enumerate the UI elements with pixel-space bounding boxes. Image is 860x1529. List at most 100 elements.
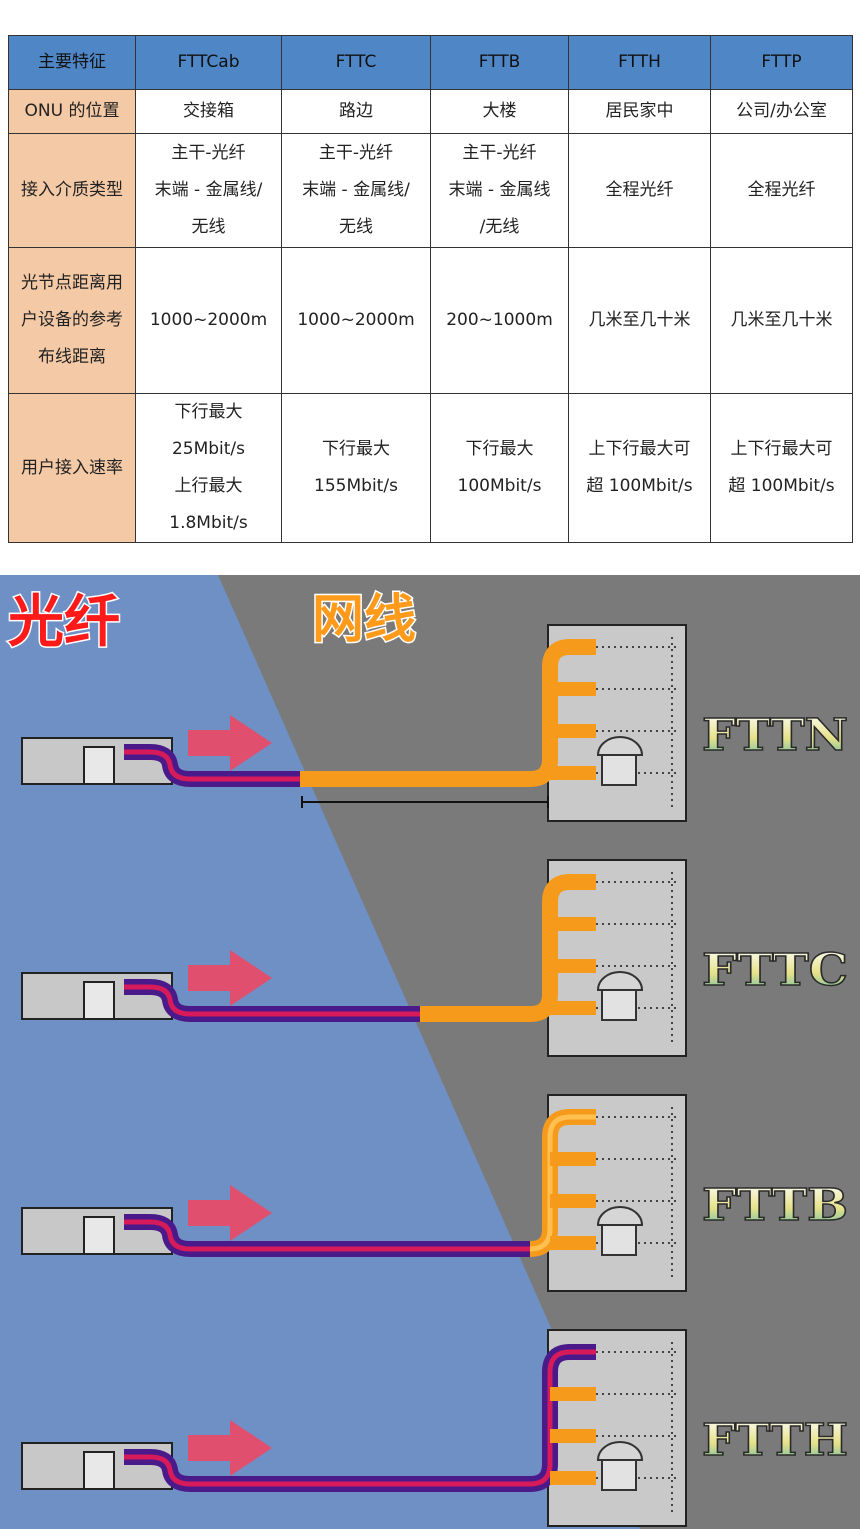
table-cell: 几米至几十米: [568, 247, 711, 394]
table-cell: 主干-光纤末端 - 金属线/无线: [430, 133, 569, 248]
cell-line: 主干-光纤: [171, 143, 246, 163]
fttx-label: FTTB: [702, 1180, 848, 1231]
cell-line: 几米至几十米: [730, 310, 833, 330]
cell-line: 末端 - 金属线: [448, 180, 551, 200]
home-box-door: [83, 1216, 115, 1255]
cell-line: 公司/办公室: [736, 101, 827, 121]
onu-icon: [596, 1206, 644, 1226]
table-header-row: 主要特征 FTTCab FTTC FTTB FTTH FTTP: [8, 35, 853, 90]
table-cell: 全程光纤: [568, 133, 711, 248]
fttx-row: FTTH: [21, 1329, 849, 1527]
fttx-diagram: FTTN FTTC FTTB FTTH 光纤 网线: [0, 575, 860, 1529]
cell-line: 末端 - 金属线/: [302, 180, 410, 200]
header-fttcab: FTTCab: [135, 35, 282, 90]
cell-line: 交接箱: [183, 101, 234, 121]
arrow-icon: [188, 1185, 272, 1241]
onu-base: [601, 989, 637, 1021]
cell-line: 1000~2000m: [149, 310, 268, 330]
table-cell: 居民家中: [568, 89, 711, 134]
fttx-row: FTTC: [21, 859, 849, 1057]
building: [547, 624, 687, 822]
row-header-line: 光节点距离用: [21, 273, 123, 293]
header-fttc: FTTC: [281, 35, 431, 90]
arrow-icon: [188, 715, 272, 771]
cell-line: 下行最大: [174, 402, 243, 422]
cable-line: [300, 639, 596, 787]
cell-line: 主干-光纤: [462, 143, 537, 163]
table-cell: 上下行最大可超 100Mbit/s: [710, 393, 853, 543]
cell-line: 25Mbit/s: [171, 439, 246, 459]
fiber-core: [124, 984, 420, 1017]
building: [547, 859, 687, 1057]
header-feature: 主要特征: [8, 35, 136, 90]
table-cell: 路边: [281, 89, 431, 134]
onu-icon: [596, 736, 644, 756]
building: [547, 1094, 687, 1292]
cell-line: 无线: [191, 217, 226, 237]
fttx-row: FTTB: [21, 1094, 849, 1292]
building: [547, 1329, 687, 1527]
fiber-core: [124, 749, 300, 782]
onu-base: [601, 754, 637, 786]
table-row: ONU 的位置 交接箱 路边 大楼 居民家中 公司/办公室: [8, 89, 853, 134]
cable-title: 网线: [312, 590, 416, 650]
onu-icon: [596, 1441, 644, 1461]
table-cell: 上下行最大可超 100Mbit/s: [568, 393, 711, 543]
onu-base: [601, 1224, 637, 1256]
table-row: 接入介质类型主干-光纤末端 - 金属线/无线主干-光纤末端 - 金属线/无线主干…: [8, 133, 853, 248]
table-cell: 200~1000m: [430, 247, 569, 394]
fttx-label: FTTH: [702, 1415, 848, 1466]
cell-line: 大楼: [482, 101, 517, 121]
row-header-line: 户设备的参考: [21, 310, 123, 330]
cell-line: 上下行最大可: [588, 439, 691, 459]
row-header: ONU 的位置: [8, 89, 136, 134]
cell-line: 上行最大: [174, 476, 243, 496]
fttx-label: FTTN: [702, 710, 848, 761]
cell-line: /无线: [479, 217, 520, 237]
cell-line: 全程光纤: [747, 180, 816, 200]
table-cell: 主干-光纤末端 - 金属线/无线: [281, 133, 431, 248]
home-box-door: [83, 1451, 115, 1490]
header-ftth: FTTH: [568, 35, 711, 90]
header-fttp: FTTP: [710, 35, 853, 90]
comparison-table: 主要特征 FTTCab FTTC FTTB FTTH FTTP ONU 的位置 交…: [8, 35, 853, 543]
onu-icon: [596, 971, 644, 991]
home-box-door: [83, 981, 115, 1020]
cell-line: 末端 - 金属线/: [154, 180, 263, 200]
cell-line: 路边: [339, 101, 373, 121]
row-header-line: 接入介质类型: [21, 180, 123, 200]
fiber-core: [124, 1454, 530, 1487]
table-cell: 1000~2000m: [281, 247, 431, 394]
arrow-icon: [188, 950, 272, 1006]
row-header-line: 用户接入速率: [21, 457, 123, 478]
table-cell: 下行最大 25Mbit/s 上行最大 1.8Mbit/s: [135, 393, 282, 543]
table-cell: 大楼: [430, 89, 569, 134]
cell-line: 主干-光纤: [318, 143, 394, 163]
fiber-background: [0, 575, 640, 1529]
row-header-line: ONU 的位置: [24, 101, 120, 121]
riser-core: [529, 1114, 596, 1252]
cell-line: 全程光纤: [605, 180, 674, 200]
cell-line: 155Mbit/s: [314, 476, 398, 496]
row-header: 接入介质类型: [8, 133, 136, 248]
cell-line: 1.8Mbit/s: [169, 513, 248, 533]
cell-line: 居民家中: [605, 101, 674, 121]
cell-line: 无线: [339, 217, 373, 237]
fiber-title: 光纤: [8, 590, 120, 655]
row-header: 用户接入速率: [8, 393, 136, 543]
row-header-line: 布线距离: [38, 347, 106, 367]
cell-line: 上下行最大可: [730, 439, 833, 459]
cell-line: 200~1000m: [446, 310, 553, 330]
cell-line: 几米至几十米: [588, 310, 691, 330]
arrow-icon: [188, 1420, 272, 1476]
onu-base: [601, 1459, 637, 1491]
cell-line: 超 100Mbit/s: [586, 476, 693, 496]
table-row: 光节点距离用户设备的参考布线距离 1000~2000m 1000~2000m 200~…: [8, 247, 853, 394]
table-cell: 1000~2000m: [135, 247, 282, 394]
row-header: 光节点距离用户设备的参考布线距离: [8, 247, 136, 394]
fttx-row: FTTN: [21, 624, 849, 822]
fiber-core: [124, 1219, 530, 1252]
home-box-door: [83, 746, 115, 785]
